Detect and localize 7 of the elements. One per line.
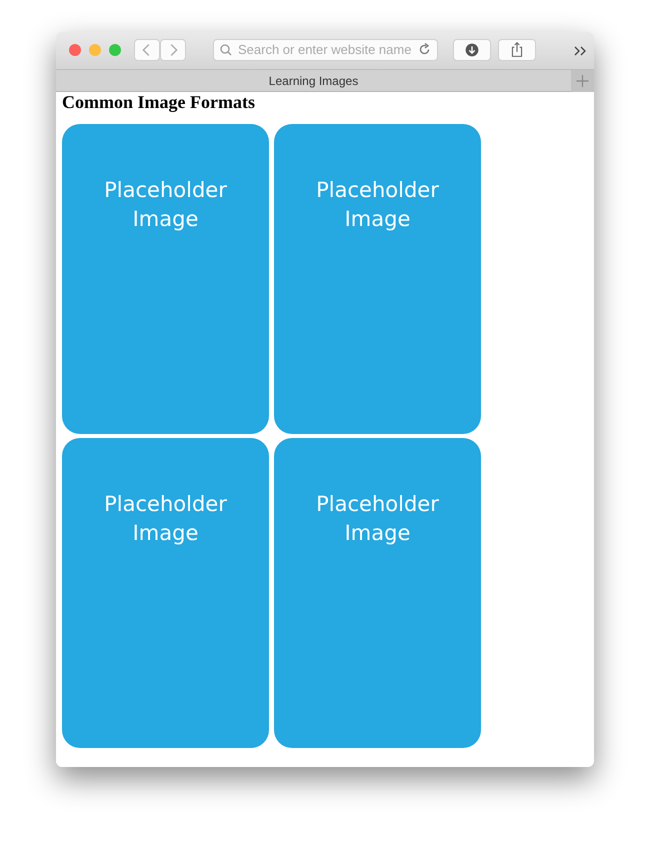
placeholder-card: Placeholder Image bbox=[62, 438, 269, 748]
placeholder-card: Placeholder Image bbox=[274, 438, 481, 748]
tab-title: Learning Images bbox=[268, 74, 360, 88]
address-field: Search or enter website name bbox=[213, 39, 438, 61]
placeholder-card: Placeholder Image bbox=[274, 124, 481, 434]
page-heading: Common Image Formats bbox=[62, 92, 255, 112]
placeholder-card: Placeholder Image bbox=[62, 124, 269, 434]
